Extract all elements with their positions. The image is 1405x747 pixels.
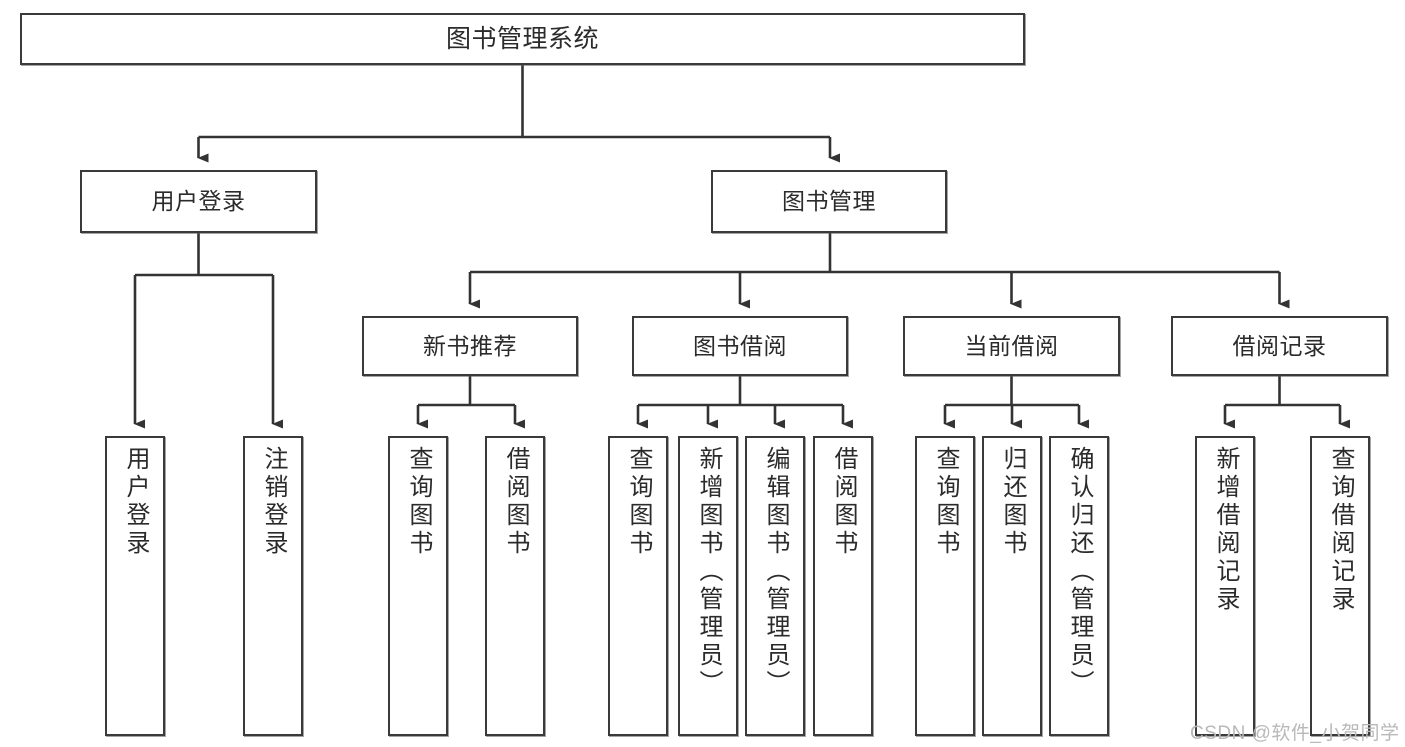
leaf-borrow-books-nb[interactable]: 借阅图书	[485, 436, 545, 736]
leaf-query-books-bb-label: 查询图书	[625, 446, 652, 558]
leaf-query-borrow-record[interactable]: 查询借阅记录	[1310, 436, 1370, 736]
leaf-query-books-cb[interactable]: 查询图书	[915, 436, 975, 736]
node-new-book-recommend[interactable]: 新书推荐	[362, 316, 578, 376]
leaf-add-book-admin-label: 新增图书（管理员）	[695, 446, 722, 698]
leaf-confirm-return-admin[interactable]: 确认归还（管理员）	[1049, 436, 1109, 736]
leaf-add-borrow-record-label: 新增借阅记录	[1212, 446, 1239, 614]
leaf-add-borrow-record[interactable]: 新增借阅记录	[1195, 436, 1255, 736]
leaf-logout[interactable]: 注销登录	[243, 436, 303, 736]
leaf-user-login-label: 用户登录	[122, 446, 149, 558]
leaf-confirm-return-admin-label: 确认归还（管理员）	[1066, 446, 1093, 698]
leaf-borrow-books-bb-label: 借阅图书	[830, 446, 857, 558]
leaf-add-book-admin[interactable]: 新增图书（管理员）	[678, 436, 738, 736]
node-book-management[interactable]: 图书管理	[711, 170, 947, 233]
node-user-login[interactable]: 用户登录	[80, 170, 317, 233]
node-root[interactable]: 图书管理系统	[20, 13, 1025, 65]
leaf-edit-book-admin[interactable]: 编辑图书（管理员）	[745, 436, 805, 736]
leaf-query-books-nb-label: 查询图书	[405, 446, 432, 558]
leaf-query-books-bb[interactable]: 查询图书	[608, 436, 668, 736]
node-book-management-label: 图书管理	[782, 188, 876, 215]
leaf-borrow-books-nb-label: 借阅图书	[502, 446, 529, 558]
node-current-borrow[interactable]: 当前借阅	[903, 316, 1120, 376]
node-root-label: 图书管理系统	[445, 24, 599, 53]
node-borrow-records[interactable]: 借阅记录	[1171, 316, 1388, 376]
node-user-login-label: 用户登录	[151, 188, 246, 215]
leaf-query-borrow-record-label: 查询借阅记录	[1327, 446, 1354, 614]
node-new-book-recommend-label: 新书推荐	[423, 332, 517, 359]
leaf-return-books[interactable]: 归还图书	[982, 436, 1042, 736]
leaf-edit-book-admin-label: 编辑图书（管理员）	[762, 446, 789, 698]
node-borrow-records-label: 借阅记录	[1232, 332, 1327, 359]
node-book-borrow[interactable]: 图书借阅	[632, 316, 848, 376]
leaf-logout-label: 注销登录	[260, 446, 287, 558]
leaf-borrow-books-bb[interactable]: 借阅图书	[813, 436, 873, 736]
node-current-borrow-label: 当前借阅	[964, 332, 1059, 359]
leaf-query-books-cb-label: 查询图书	[932, 446, 959, 558]
leaf-return-books-label: 归还图书	[999, 446, 1026, 558]
node-book-borrow-label: 图书借阅	[693, 332, 787, 359]
leaf-user-login[interactable]: 用户登录	[105, 436, 165, 736]
leaf-query-books-nb[interactable]: 查询图书	[388, 436, 448, 736]
